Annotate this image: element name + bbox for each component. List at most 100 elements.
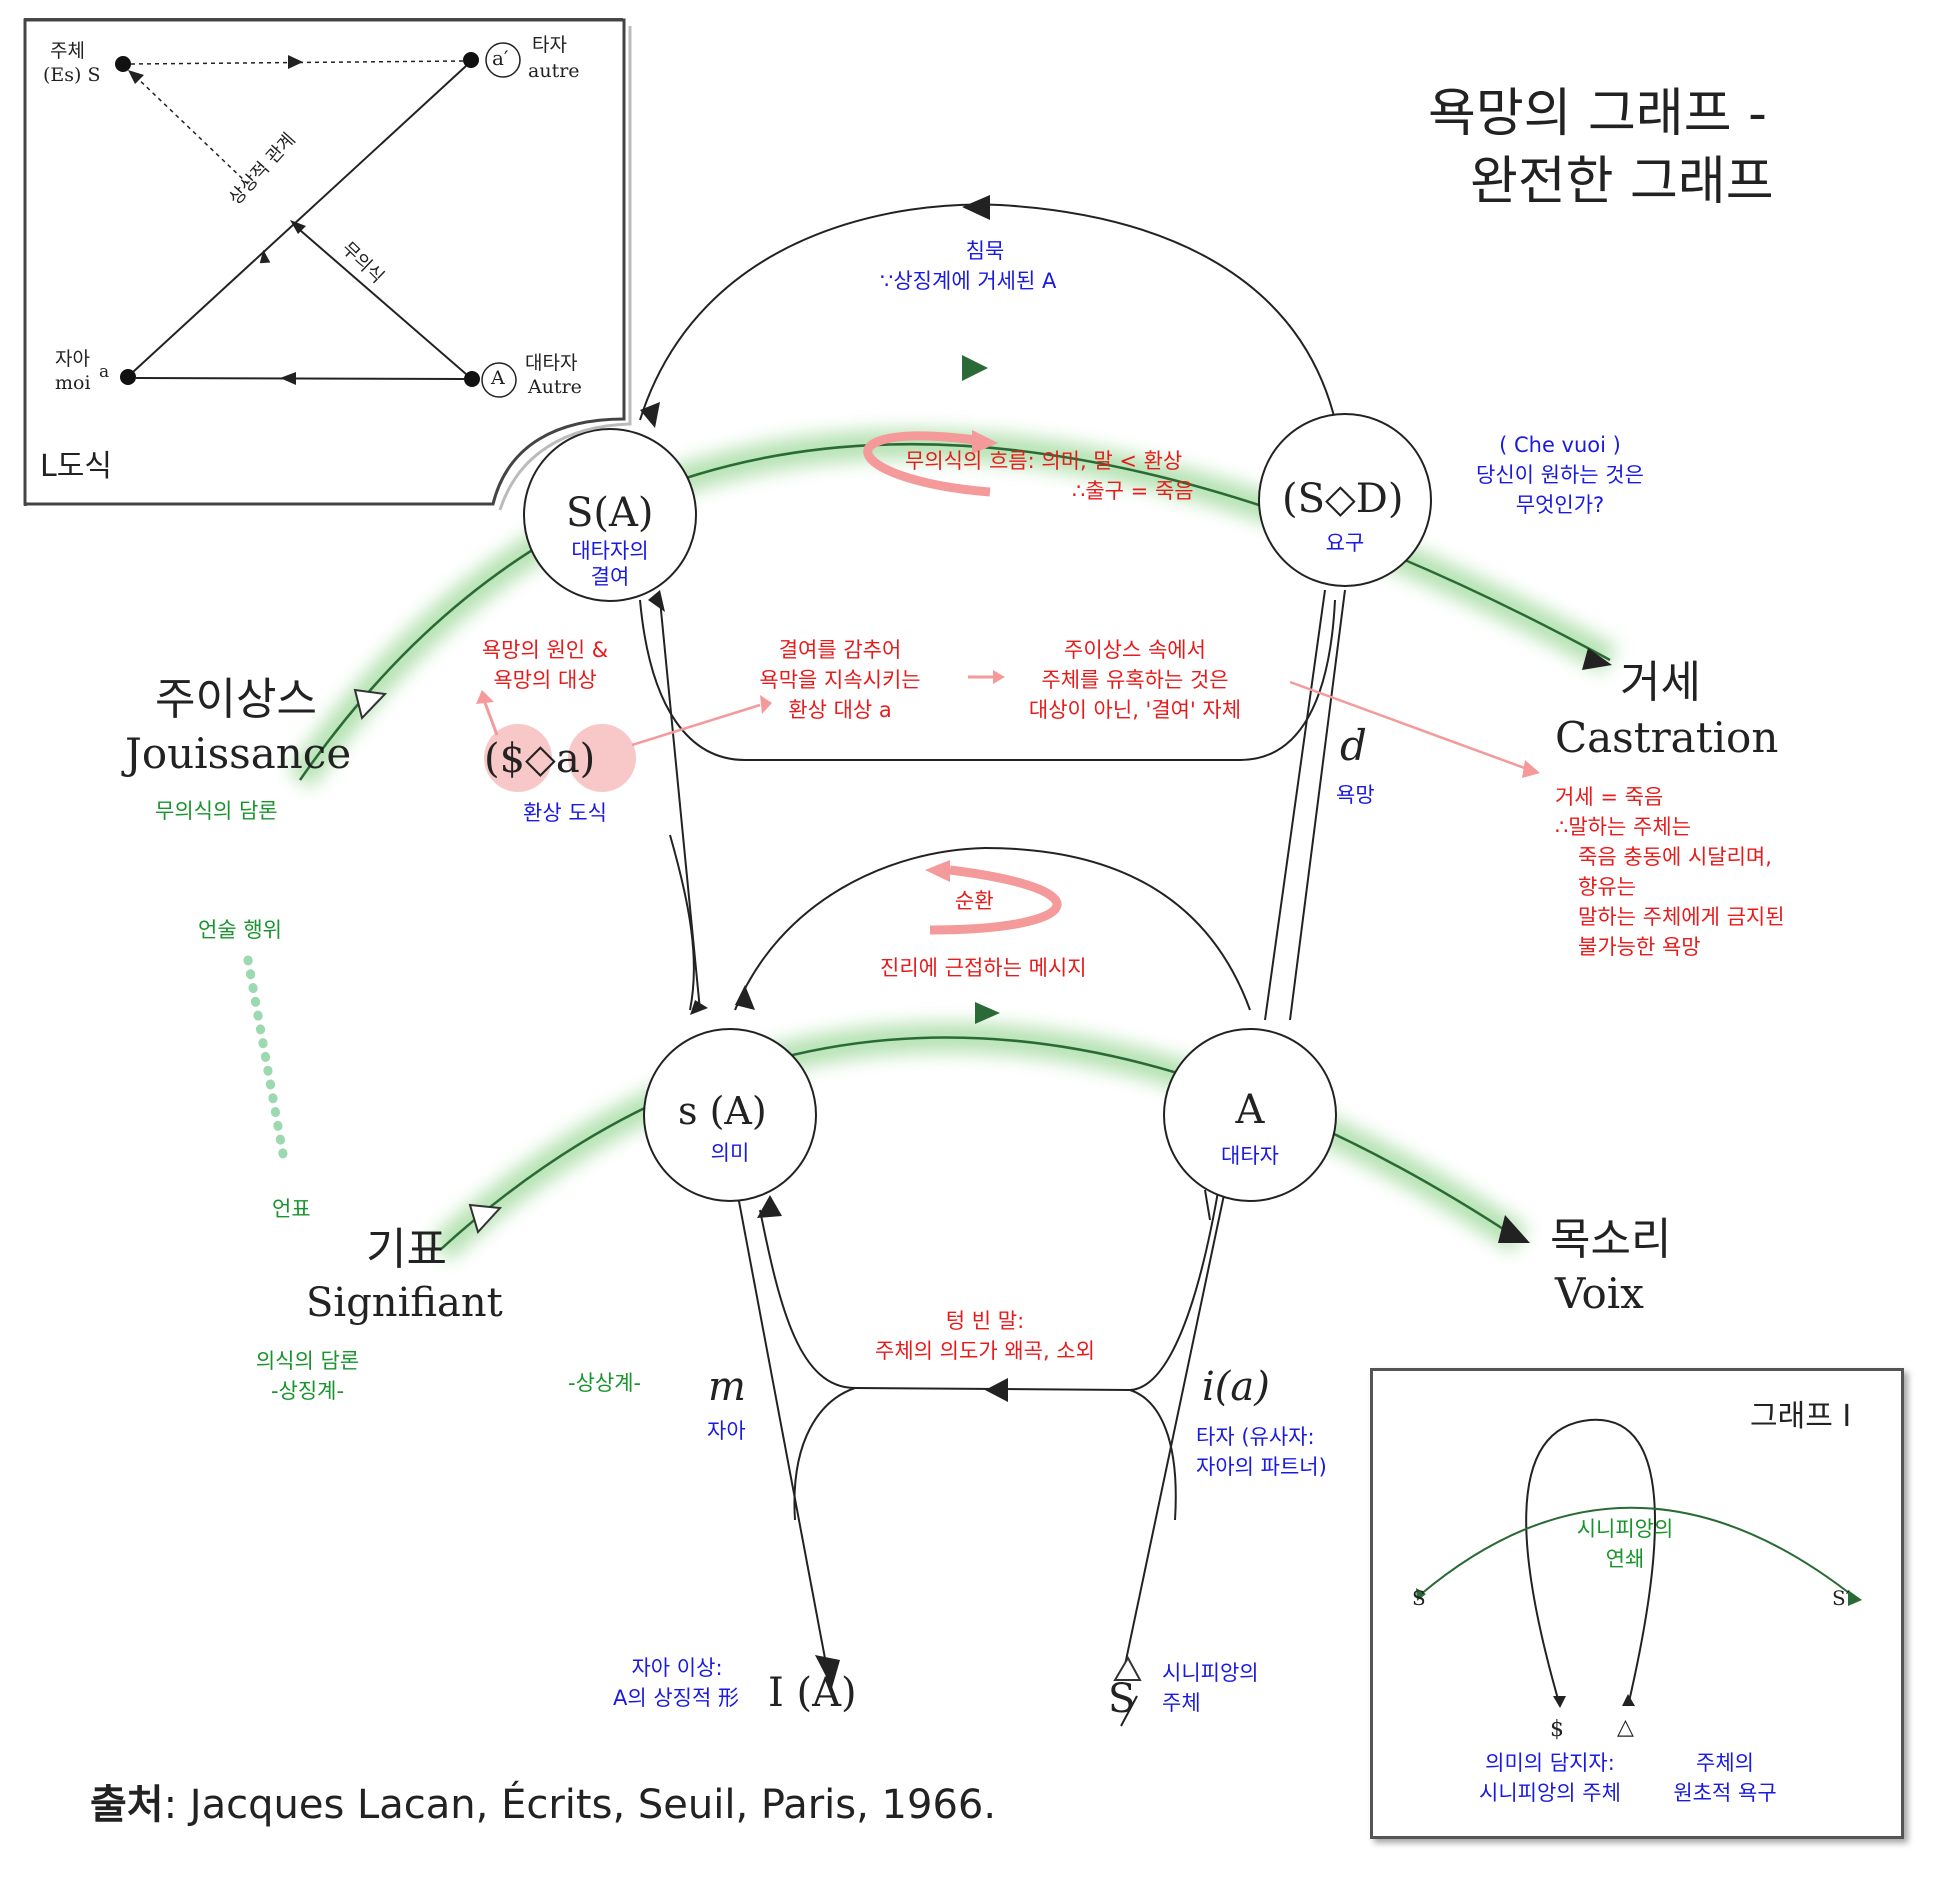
node-s-barA-label-2: 결여	[590, 565, 630, 589]
signifiant-discourse-2: -상징계-	[270, 1379, 345, 1403]
graph1-s-left: S	[1412, 1586, 1426, 1610]
node-s-D-label: 요구	[1325, 531, 1365, 555]
ideal-arrowhead	[815, 1655, 840, 1688]
cause-arrow	[482, 699, 499, 736]
jouissance-triangle	[353, 688, 388, 720]
seduce-to-castration-arrow	[1289, 680, 1531, 772]
lower-chain-glow	[429, 1022, 1529, 1262]
circuit-message: 진리에 근접하는 메시지	[880, 956, 1087, 980]
other-small-label-2: 자아의 파트너)	[1196, 1455, 1327, 1479]
castration-ko: 거세	[1620, 657, 1701, 708]
right-vertical-line-2	[1264, 589, 1326, 1021]
subject-vertical-line	[1124, 1189, 1226, 1666]
castration-note-4: 말하는 주체에게 금지된	[1578, 905, 1785, 929]
graph1-loop	[1525, 1418, 1656, 1707]
left-vertical-arrow	[690, 1000, 708, 1015]
castration-note-2: 죽음 충동에 시달리며,	[1578, 845, 1772, 869]
schema-l-ego-letter: a	[99, 362, 110, 382]
graph1-bottom-right-symbol: △	[1617, 1715, 1634, 1740]
enunciation-act: 언술 행위	[198, 918, 282, 942]
fantasy-hide-0: 결여를 감추어	[778, 638, 902, 662]
graph1-chain	[1419, 1506, 1859, 1601]
castrated-label: ∵상징계에 거세된 A	[880, 269, 1057, 293]
schema-l-big-other-ko: 대타자	[525, 352, 578, 374]
schema-l-frame	[23, 18, 626, 506]
ideal-label-1: 자아 이상:	[631, 1656, 723, 1680]
node-s-D-symbol: (S◇D)	[1282, 476, 1404, 522]
graph1-box	[1370, 1368, 1904, 1839]
graph1-chain-2: 연쇄	[1605, 1547, 1645, 1571]
flow-cycle-arrowhead	[972, 430, 998, 454]
graph1-chain-1: 시니피앙의	[1576, 1517, 1674, 1541]
fantasy-label: 환상 도식	[523, 801, 607, 825]
circuit-cycle-arrowhead	[925, 860, 950, 882]
che-vuoi-3: 무엇인가?	[1515, 493, 1605, 517]
desire-symbol: d	[1340, 721, 1367, 770]
fantasy-hide-1: 욕막을 지속시키는	[759, 668, 921, 692]
graph1-right-2: 원초적 욕구	[1673, 1781, 1777, 1805]
fantasy-seduce-1: 주체를 유혹하는 것은	[1041, 668, 1229, 692]
graph1-bottom-left-symbol: $	[1550, 1717, 1564, 1742]
fantasy-highlight-right	[568, 724, 636, 792]
fantasy-seduce-2: 대상이 아닌, '결여' 자체	[1028, 698, 1242, 722]
left-lower-line	[669, 834, 695, 1011]
schema-l-A-to-S	[132, 73, 249, 185]
jouissance-ko: 주이상스	[155, 674, 317, 725]
voix-fr: Voix	[1555, 1269, 1644, 1318]
node-circle-s-D	[1258, 413, 1432, 587]
castration-note-1: ∴말하는 주체는	[1555, 815, 1691, 839]
graph1-left-1: 의미의 담지자:	[1485, 1751, 1615, 1775]
empty-speech-2: 주체의 의도가 왜곡, 소외	[875, 1339, 1095, 1363]
ideal-vertical-line	[734, 1179, 831, 1686]
source-line: 출처: Jacques Lacan, Écrits, Seuil, Paris,…	[90, 1780, 996, 1830]
node-A-label: 대타자	[1221, 1144, 1279, 1168]
right-vertical-line	[1289, 589, 1346, 1021]
m-left-curve	[759, 1209, 856, 1521]
node-circle-s-barA	[523, 428, 697, 602]
other-small-label-1: 타자 (유사자:	[1196, 1425, 1315, 1449]
schema-l-dot-moi	[120, 369, 136, 385]
jouissance-fr: Jouissance	[125, 729, 352, 778]
castration-note-3: 향유는	[1578, 875, 1636, 899]
middle-loop-line	[734, 846, 1251, 1011]
lower-chain-line	[439, 1036, 1521, 1251]
graph1-left-2: 시니피앙의 주체	[1479, 1781, 1621, 1805]
schema-l-node-A: A	[491, 367, 505, 389]
graph1-title: 그래프 I	[1750, 1399, 1852, 1434]
barred-subject-symbol: S	[1108, 1676, 1136, 1722]
other-small-symbol: i(a)	[1202, 1364, 1270, 1410]
graph1-diagram	[1416, 1418, 1862, 1708]
source-text: : Jacques Lacan, Écrits, Seuil, Paris, 1…	[163, 1782, 997, 1828]
node-circle-s-A	[643, 1028, 817, 1202]
fantasy-hide-2: 환상 대상 a	[788, 698, 892, 722]
schema-l-big-other-fr: Autre	[528, 376, 582, 398]
cause-arrowhead	[476, 690, 494, 704]
top-loop-line	[639, 203, 1336, 421]
signifiant-triangle	[468, 1203, 503, 1234]
flow-label-1: 무의식의 흐름: 의미, 말 < 환상	[905, 449, 1183, 473]
schema-l-shadow	[498, 26, 632, 511]
schema-l-ego-ko: 자아	[55, 348, 90, 370]
upper-chain-arrow-mid	[962, 355, 988, 381]
schema-l-ring-aprime	[485, 42, 521, 78]
imaginary-label: -상상계-	[568, 1371, 642, 1395]
hide-to-seduce-arrowhead	[993, 670, 1005, 684]
voix-ko: 목소리	[1550, 1214, 1672, 1265]
ideal-label-2: A의 상징적 形	[613, 1686, 739, 1710]
desire-label: 욕망	[1336, 783, 1375, 807]
castration-fr: Castration	[1555, 713, 1779, 762]
schema-l-node-aprime: a′	[492, 46, 509, 70]
node-circle-A	[1163, 1028, 1337, 1202]
ego-symbol: m	[708, 1364, 746, 1410]
signifiant-ko: 기표	[366, 1224, 447, 1275]
fantasy-cause-2: 욕망의 대상	[493, 668, 597, 692]
schema-l-dot-S	[115, 56, 131, 72]
flow-label-2: ∴출구 = 죽음	[1072, 479, 1194, 503]
subject-vertical-line-2	[1204, 1189, 1211, 1221]
fantasy-to-hide-arrowhead	[760, 695, 772, 714]
fantasy-formula: ($◇a)	[484, 736, 596, 782]
s-A-up-arrow	[757, 1195, 782, 1218]
castration-arrowhead	[1582, 648, 1612, 670]
